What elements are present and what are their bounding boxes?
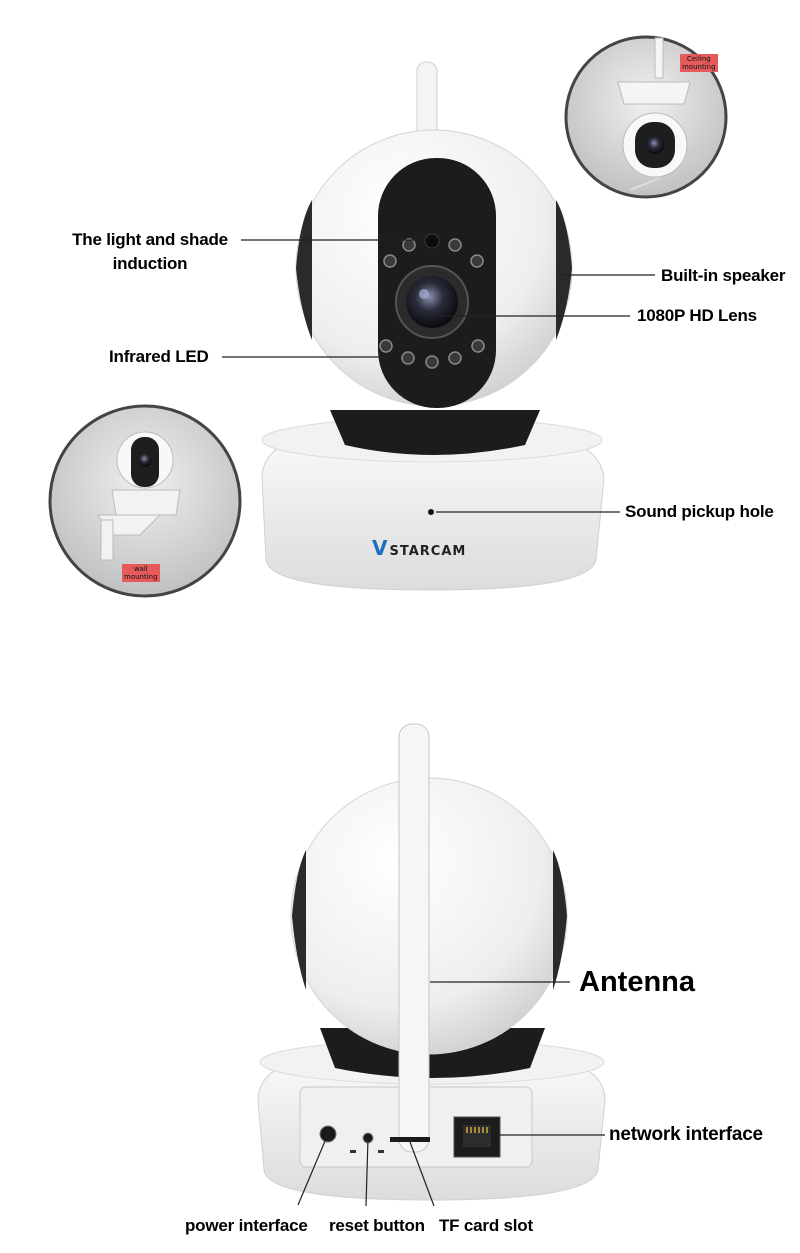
speaker-label: Built-in speaker — [661, 266, 786, 285]
power-interface-label: power interface — [185, 1216, 308, 1235]
wall-mount-inset — [48, 404, 242, 598]
sound-pickup-hole — [428, 509, 434, 515]
network-port — [453, 1116, 501, 1158]
light-shade-label: The light and shade induction — [72, 230, 228, 273]
infrared-led-ring — [379, 238, 485, 369]
back-camera — [257, 723, 606, 1201]
network-interface-label: network interface — [609, 1124, 763, 1145]
back-antenna — [398, 723, 430, 1153]
reset-button-label: reset button — [329, 1216, 425, 1235]
antenna-label: Antenna — [579, 966, 695, 998]
brand-logo: VSTARCAM — [372, 536, 467, 560]
back-leader-lines — [297, 981, 605, 1207]
ceiling-mount-inset — [564, 35, 728, 199]
infrared-led-label: Infrared LED — [109, 347, 209, 366]
ceiling-mount-tag: Ceiling mounting — [680, 54, 718, 72]
tf-card-label: TF card slot — [439, 1216, 533, 1235]
wall-mount-tag: wall mounting — [122, 564, 160, 582]
light-sensor — [424, 233, 440, 249]
lens-label: 1080P HD Lens — [637, 306, 757, 325]
tf-slot — [390, 1137, 430, 1142]
front-leader-lines — [222, 239, 655, 513]
sound-pickup-label: Sound pickup hole — [625, 502, 774, 521]
front-camera — [261, 61, 605, 591]
